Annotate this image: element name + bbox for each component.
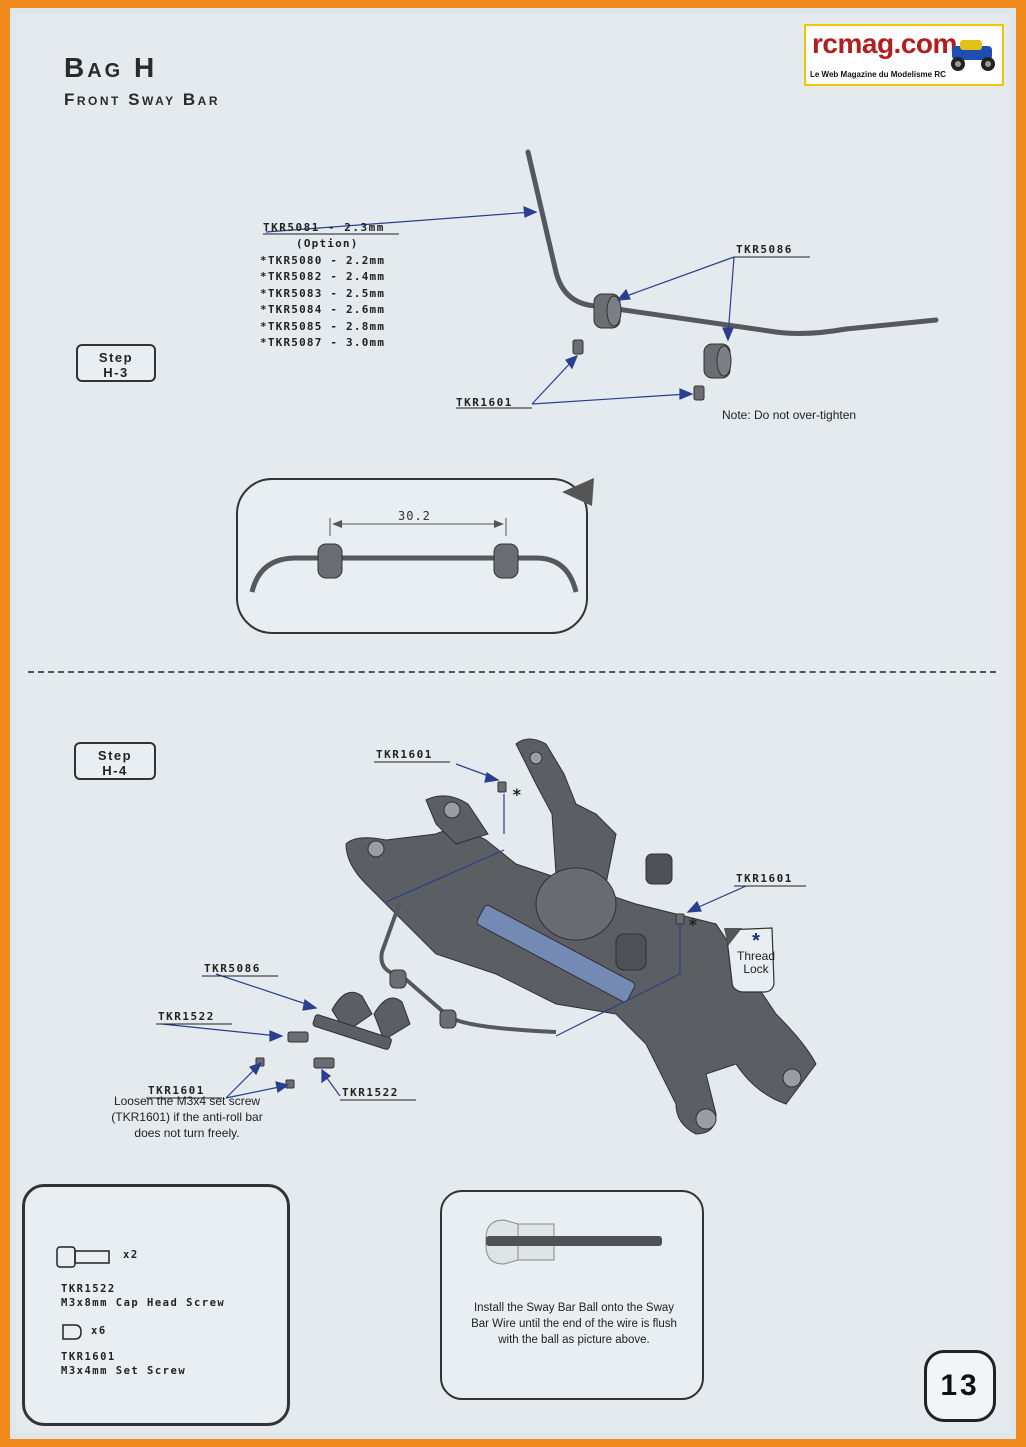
part-code: TKR1601 <box>61 1351 116 1363</box>
part-desc: M3x4mm Set Screw <box>61 1365 187 1377</box>
rcmag-logo[interactable]: rcmag.com Le Web Magazine du Modelisme R… <box>804 24 1004 86</box>
over-tighten-note: Note: Do not over-tighten <box>722 408 857 422</box>
part-desc: M3x8mm Cap Head Screw <box>61 1297 226 1309</box>
label-h4-set-screw-top: TKR1601 <box>376 748 433 761</box>
page-title: Bag H <box>64 52 158 83</box>
option-item: *TKR5084 - 2.6mm <box>260 303 386 316</box>
loosen-note: Loosen the M3x4 set screw (TKR1601) if t… <box>111 1094 263 1140</box>
thread-lock-label: Thread Lock <box>736 949 776 976</box>
install-note-box: Install the Sway Bar Ball onto the Sway … <box>440 1190 704 1400</box>
label-h4-screw-a: TKR1522 <box>158 1010 215 1023</box>
step-h3-diagram: TKR5081 - 2.3mm TKR5086 TKR1601 <box>263 149 939 409</box>
step-h4-label: Step <box>97 748 133 763</box>
dimension-detail: 30.2 <box>249 478 594 593</box>
svg-text:*: * <box>688 915 698 934</box>
dimension-value: 30.2 <box>398 509 431 523</box>
set-screw-2 <box>693 385 705 401</box>
option-item: *TKR5087 - 3.0mm <box>260 336 386 349</box>
cap-head-screw-icon <box>56 1246 110 1268</box>
set-screw-icon <box>62 1324 82 1340</box>
install-note-text: Install the Sway Bar Ball onto the Sway … <box>471 1302 677 1346</box>
front-bulkhead-assembly <box>345 738 817 1135</box>
manual-page: Bag H Front Sway Bar rcmag.com Le Web Ma… <box>10 8 1016 1439</box>
sway-bar-ball-2 <box>439 1009 457 1029</box>
option-item: *TKR5083 - 2.5mm <box>260 286 386 300</box>
label-tkr5081: TKR5081 - 2.3mm <box>263 221 385 234</box>
section-divider <box>28 671 996 673</box>
sway-bar-ball-1 <box>389 969 407 989</box>
logo-tagline: Le Web Magazine du Modelisme RC <box>810 70 946 79</box>
option-item: *TKR5080 - 2.2mm <box>260 253 386 267</box>
step-h3-label: Step <box>98 350 134 365</box>
mount-exploded <box>312 991 411 1050</box>
sway-bar-mount-2 <box>703 343 732 379</box>
step-h4-badge: Step H-4 <box>74 742 156 780</box>
set-screw-1 <box>572 339 584 355</box>
step-h3-badge: Step H-3 <box>76 344 156 382</box>
option-item: *TKR5085 - 2.8mm <box>260 319 386 333</box>
part-row-2: x6 <box>61 1323 105 1346</box>
option-list: (Option) *TKR5080 - 2.2mm *TKR5082 - 2.4… <box>260 236 385 352</box>
option-heading: (Option) <box>296 237 359 250</box>
sway-bar-wire <box>525 149 939 336</box>
svg-text:*: * <box>512 785 522 804</box>
label-tkr5086: TKR5086 <box>736 243 793 256</box>
page-subtitle: Front Sway Bar <box>64 90 221 109</box>
label-h4-mount: TKR5086 <box>204 962 261 975</box>
part-qty: x6 <box>91 1325 107 1337</box>
page-inner: Bag H Front Sway Bar rcmag.com Le Web Ma… <box>16 14 1010 1433</box>
step-h4-id: H-4 <box>102 763 128 778</box>
label-h4-screw-b: TKR1522 <box>342 1086 399 1099</box>
step-h3-id: H-3 <box>103 365 129 380</box>
sway-bar-mount-1 <box>593 293 622 329</box>
cap-screw-exploded <box>287 1031 335 1069</box>
step-h4-diagram: * * <box>146 738 817 1135</box>
set-screw-exploded <box>255 781 685 1089</box>
thread-lock-badge <box>725 927 775 993</box>
page-number: 13 <box>924 1350 996 1422</box>
rc-car-icon <box>951 40 995 71</box>
option-item: *TKR5082 - 2.4mm <box>260 270 386 283</box>
part-qty: x2 <box>123 1249 139 1261</box>
sway-bar-ball-illustration <box>485 1219 662 1265</box>
parts-list-box: x2 TKR1522 M3x8mm Cap Head Screw x6 TKR1… <box>22 1184 290 1426</box>
label-h4-set-screw-right: TKR1601 <box>736 872 793 885</box>
part-row-1: x2 <box>55 1245 137 1274</box>
label-h4-set-screw-bottom: TKR1601 <box>148 1084 205 1097</box>
label-tkr1601: TKR1601 <box>456 396 513 409</box>
logo-wordmark: rcmag.com <box>812 28 957 59</box>
thread-lock-text: * Thread Lock <box>730 930 782 976</box>
part-code: TKR1522 <box>61 1283 116 1295</box>
thread-lock-asterisk-icon: * <box>752 930 760 952</box>
